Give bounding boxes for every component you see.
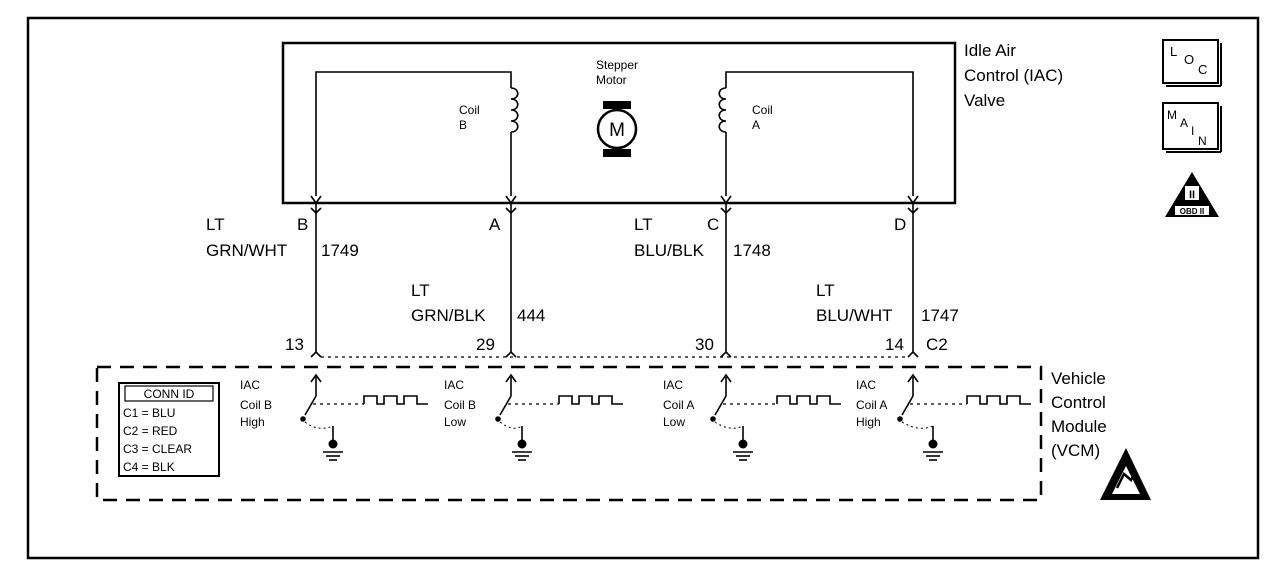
vcm-pin-14: 14 [885, 335, 904, 354]
svg-text:High: High [856, 415, 881, 429]
driver-coil-b-low: IAC Coil B Low [444, 373, 623, 461]
vcm-pin-29: 29 [476, 335, 495, 354]
vcm-title-line3: Module [1051, 417, 1107, 436]
svg-text:C: C [1198, 62, 1207, 77]
pin-letter-a: A [489, 215, 501, 234]
svg-text:Low: Low [444, 415, 466, 429]
svg-text:N: N [1198, 134, 1207, 148]
harness-wires [315, 203, 914, 352]
main-icon: M A I N [1162, 102, 1222, 153]
conn-id-title: CONN ID [144, 387, 195, 401]
svg-text:L: L [1170, 44, 1177, 59]
coil-b-label-2: B [459, 118, 467, 132]
svg-text:O: O [1184, 52, 1194, 67]
svg-text:M: M [1167, 108, 1177, 122]
conn-id-row-1: C1 = BLU [123, 406, 175, 420]
vcm-box [95, 365, 1043, 502]
outer-frame [26, 16, 1260, 560]
svg-text:II: II [1189, 189, 1195, 201]
svg-text:IAC: IAC [856, 378, 876, 392]
coil-b-circuit [315, 71, 519, 196]
connector-c2-label: C2 [926, 335, 948, 354]
stepper-label-2: Motor [596, 73, 627, 87]
pin-letter-b: B [297, 215, 308, 234]
conn-id-row-2: C2 = RED [123, 424, 178, 438]
wire-a-color-lt: LT [411, 281, 430, 300]
motor-symbol: M [609, 120, 625, 141]
conn-id-table: CONN ID C1 = BLU C2 = RED C3 = CLEAR C4 … [118, 382, 220, 477]
svg-text:Coil A: Coil A [856, 398, 887, 412]
svg-text:IAC: IAC [240, 378, 260, 392]
conn-id-row-4: C4 = BLK [123, 460, 175, 474]
vcm-connector-chevrons [310, 350, 919, 358]
driver-coil-a-high: IAC Coil A High [856, 373, 1031, 461]
wire-c-color-lt: LT [634, 215, 653, 234]
driver-coil-b-high: IAC Coil B High [240, 373, 428, 461]
obd-ii-icon: II OBD II [1165, 172, 1219, 217]
svg-text:Coil B: Coil B [444, 398, 476, 412]
svg-text:Coil B: Coil B [240, 398, 272, 412]
wire-d-color: BLU/WHT [816, 306, 893, 325]
wire-d-circuit: 1747 [921, 306, 959, 325]
loc-icon: L O C [1162, 39, 1222, 87]
pin-letter-c: C [707, 215, 719, 234]
conn-id-row-3: C3 = CLEAR [123, 442, 192, 456]
stepper-label-1: Stepper [596, 58, 638, 72]
coil-a-label-2: A [752, 118, 760, 132]
iac-pin-forks [310, 207, 919, 215]
vcm-pin-30: 30 [695, 335, 714, 354]
wire-b-circuit: 1749 [321, 241, 359, 260]
coil-a-circuit [718, 71, 914, 196]
wire-c-circuit: 1748 [733, 241, 771, 260]
esd-warning-icon [1100, 448, 1151, 500]
iac-title-line2: Control (IAC) [964, 66, 1063, 85]
svg-text:OBD II: OBD II [1180, 207, 1204, 216]
svg-text:I: I [1191, 124, 1194, 138]
svg-text:IAC: IAC [663, 378, 683, 392]
wire-a-circuit: 444 [517, 306, 545, 325]
wire-b-color: GRN/WHT [206, 241, 287, 260]
driver-coil-a-low: IAC Coil A Low [663, 373, 841, 461]
svg-text:IAC: IAC [444, 378, 464, 392]
svg-text:High: High [240, 415, 265, 429]
vcm-title-line1: Vehicle [1051, 369, 1106, 388]
svg-text:Coil A: Coil A [663, 398, 694, 412]
iac-title-line1: Idle Air [964, 41, 1016, 60]
wire-d-color-lt: LT [816, 281, 835, 300]
wire-c-color: BLU/BLK [634, 241, 705, 260]
svg-text:Low: Low [663, 415, 685, 429]
vcm-pin-13: 13 [285, 335, 304, 354]
iac-valve-box [281, 41, 957, 205]
coil-a-label-1: Coil [752, 103, 773, 117]
pin-letter-d: D [894, 215, 906, 234]
wire-a-color: GRN/BLK [411, 306, 486, 325]
vcm-title-line2: Control [1051, 393, 1106, 412]
vcm-title-line4: (VCM) [1051, 441, 1100, 460]
stepper-motor-icon: M [596, 101, 638, 157]
svg-text:A: A [1180, 116, 1188, 130]
iac-title-line3: Valve [964, 91, 1005, 110]
wire-b-color-lt: LT [206, 215, 225, 234]
coil-b-label-1: Coil [459, 103, 480, 117]
